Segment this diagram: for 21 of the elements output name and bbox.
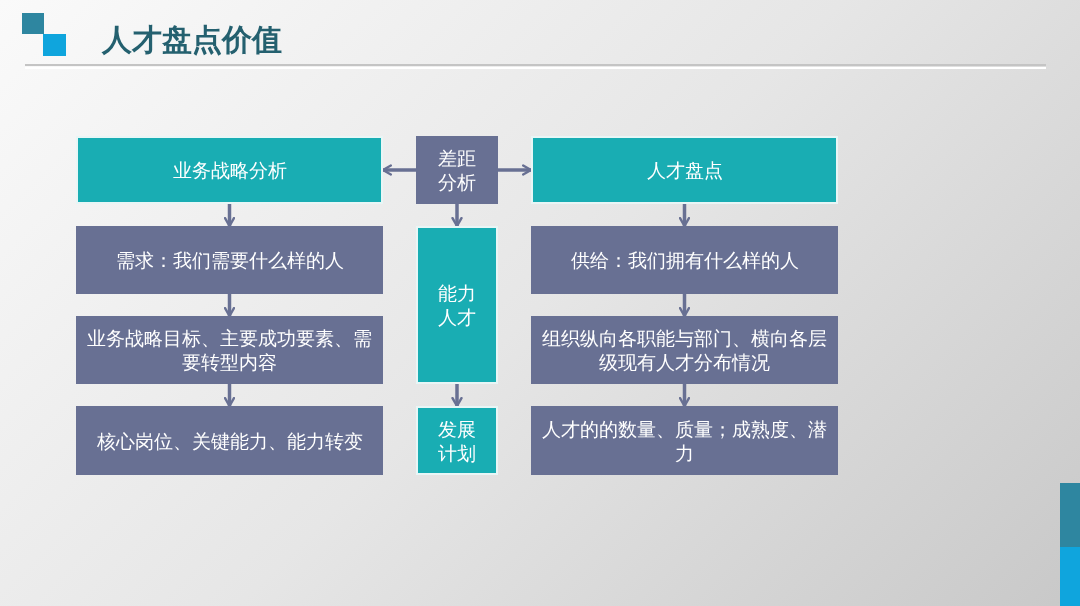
info-box: 业务战略目标、主要成功要素、需要转型内容: [76, 316, 383, 384]
info-box: 差距分析: [416, 136, 498, 204]
process-box: 发展计划: [416, 406, 498, 475]
title: 人才盘点价值: [102, 21, 282, 59]
arrow: [678, 384, 691, 408]
arrow: [451, 384, 463, 408]
process-box: 能力人才: [416, 226, 498, 384]
arrow: [678, 204, 691, 228]
arrow: [498, 164, 533, 176]
arrow: [223, 294, 236, 318]
info-box: 组织纵向各职能与部门、横向各层级现有人才分布情况: [531, 316, 838, 384]
info-box: 人才的的数量、质量；成熟度、潜力: [531, 406, 838, 475]
process-box: 人才盘点: [531, 136, 838, 204]
info-box: 核心岗位、关键能力、能力转变: [76, 406, 383, 475]
arrow: [451, 204, 463, 228]
arrow: [678, 294, 691, 318]
arrow: [223, 384, 236, 408]
info-box: 供给：我们拥有什么样的人: [531, 226, 838, 294]
arrow: [223, 204, 236, 228]
process-box: 业务战略分析: [76, 136, 383, 204]
info-box: 需求：我们需要什么样的人: [76, 226, 383, 294]
